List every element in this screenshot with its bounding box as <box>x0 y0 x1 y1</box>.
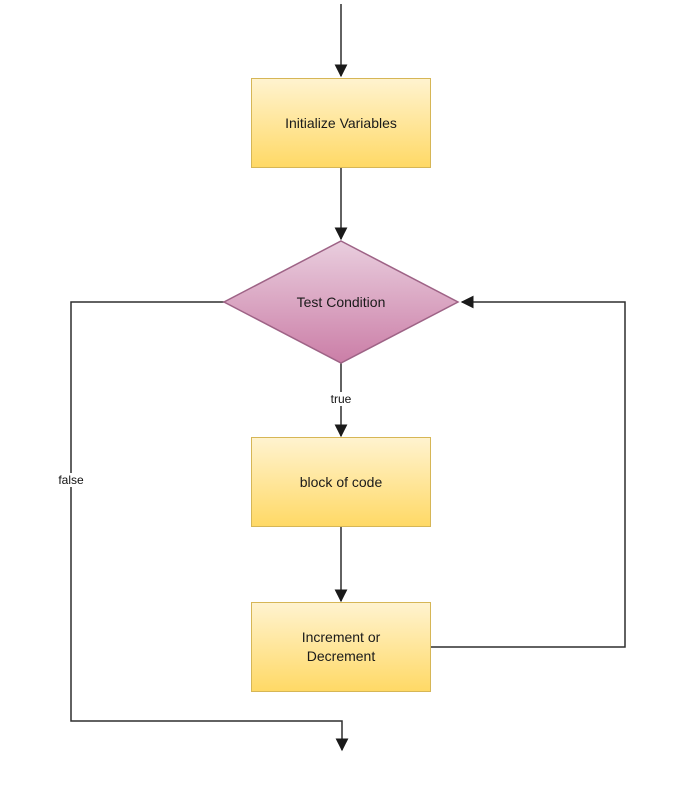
node-initialize-variables: Initialize Variables <box>251 78 431 168</box>
node-block-of-code: block of code <box>251 437 431 527</box>
edge-label-true: true <box>328 392 354 406</box>
node-initialize-label: Initialize Variables <box>285 114 397 131</box>
edge-label-false: false <box>56 473 86 487</box>
decision-diamond-shape <box>222 240 460 364</box>
node-test-condition-label: Test Condition <box>296 294 386 310</box>
node-increment-label: Increment or Decrement <box>301 629 381 664</box>
edge-increment-loop-to-test <box>431 295 626 648</box>
node-increment-decrement: Increment or Decrement <box>251 602 431 692</box>
edge-test-false-to-exit <box>70 301 349 752</box>
node-block-label: block of code <box>299 473 383 490</box>
